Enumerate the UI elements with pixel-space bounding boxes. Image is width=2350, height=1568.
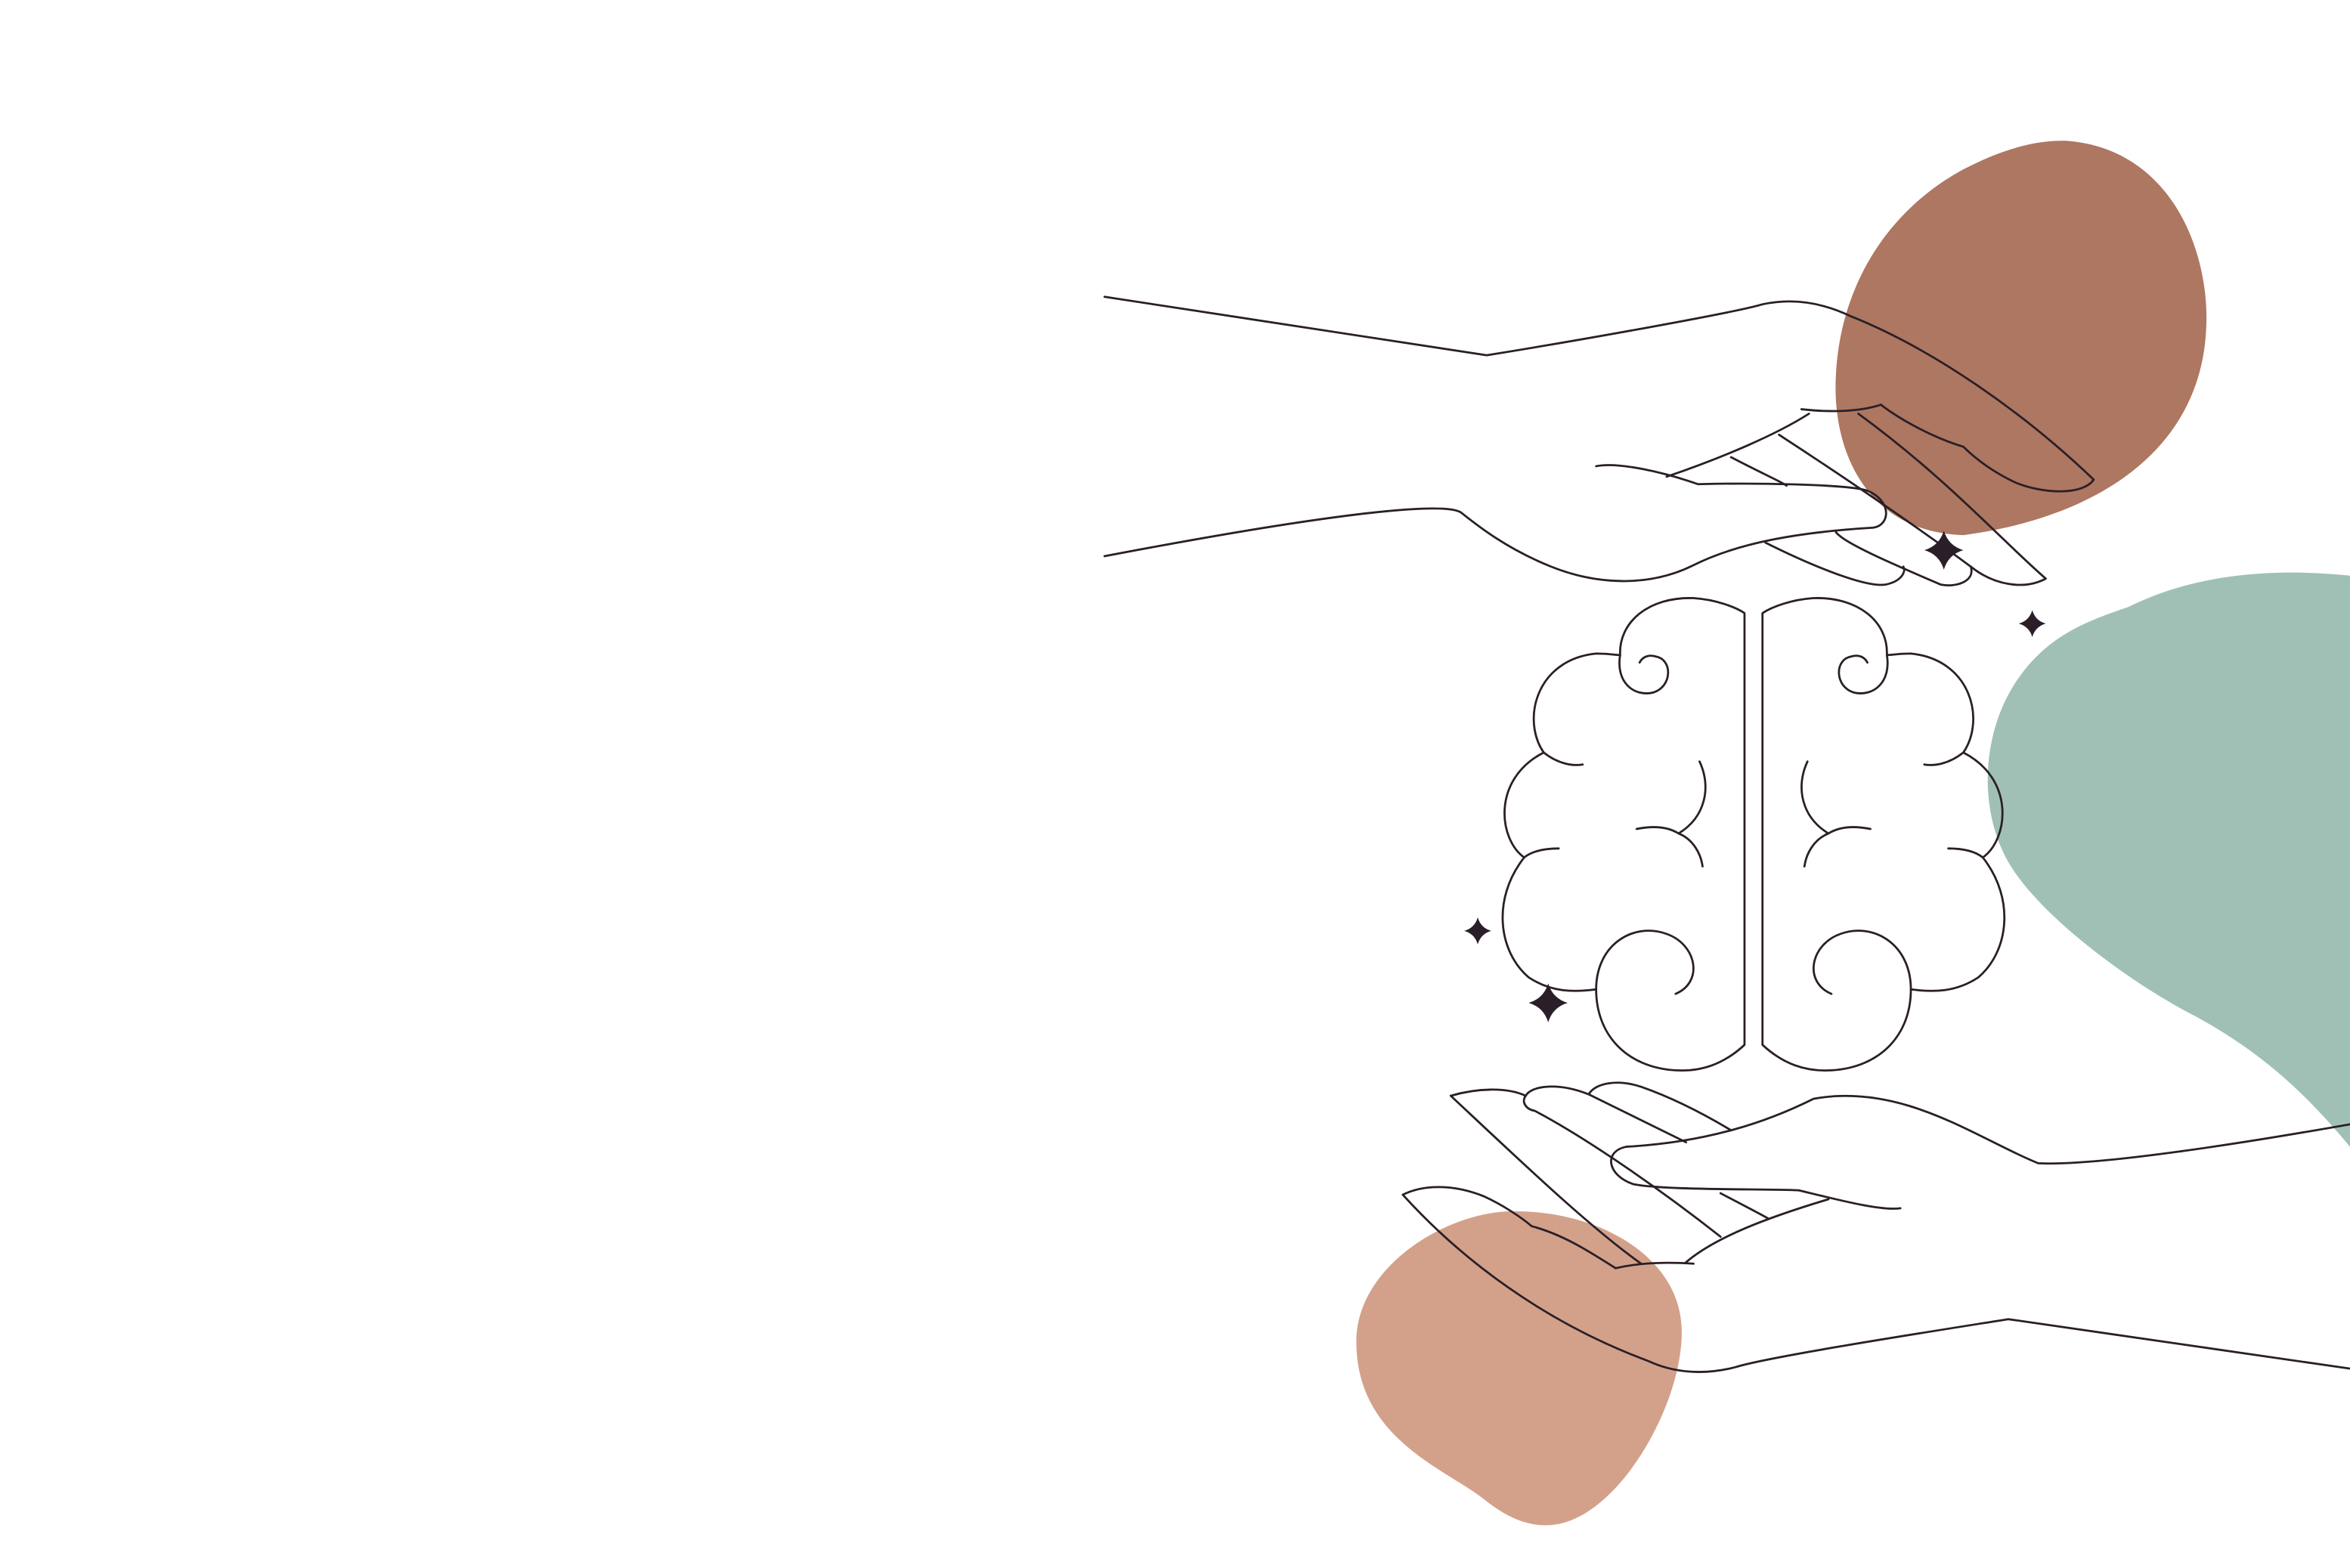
sparkle-icon-large-bottom	[1528, 983, 1568, 1022]
sparkle-icon	[1464, 530, 2046, 1022]
sparkle-icon-large-top	[1924, 530, 1964, 570]
green-blob	[1987, 572, 2350, 1147]
brain-icon	[1501, 597, 2006, 1072]
sparkle-icon-small-right	[2018, 610, 2046, 638]
sparkle-icon-small-left	[1464, 917, 1491, 945]
tan-blob	[1356, 1211, 1682, 1526]
brown-blob	[1835, 141, 2207, 536]
hand-down-icon	[1103, 295, 2095, 586]
hand-up-icon	[1401, 1081, 2350, 1373]
